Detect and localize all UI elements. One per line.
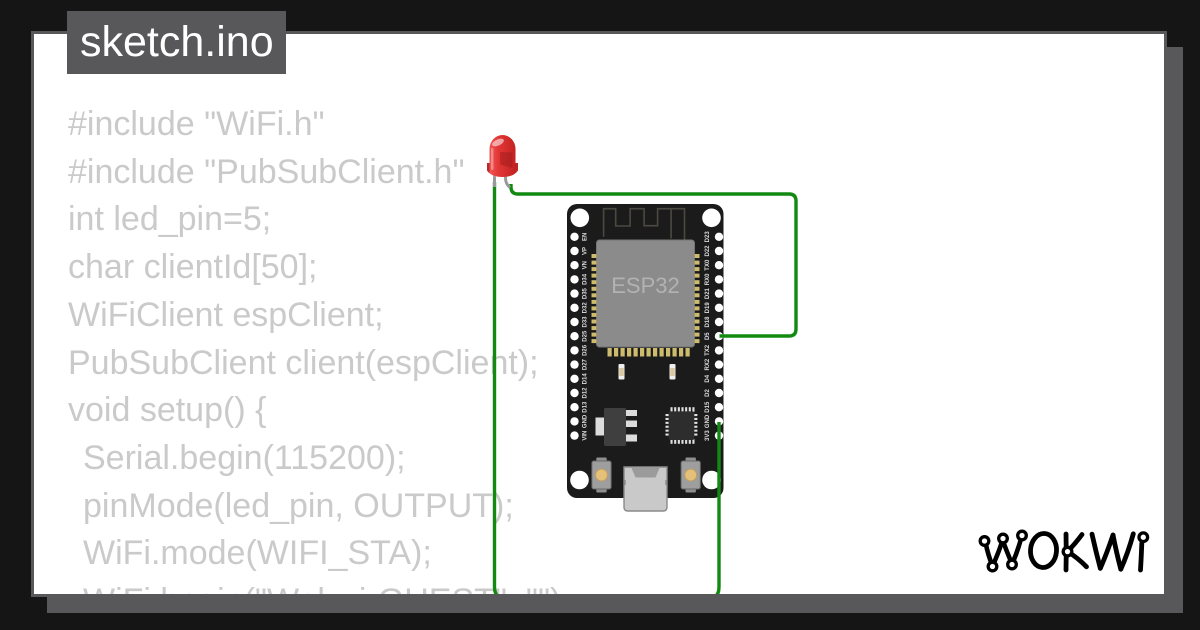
svg-text:D4: D4	[705, 374, 711, 382]
svg-text:VN: VN	[583, 261, 589, 269]
svg-text:D13: D13	[583, 401, 589, 413]
svg-text:GND: GND	[583, 414, 589, 428]
svg-text:D14: D14	[583, 373, 589, 385]
svg-text:D12: D12	[583, 387, 589, 399]
svg-text:VIN: VIN	[583, 431, 589, 441]
svg-text:D25: D25	[583, 330, 589, 342]
svg-text:D18: D18	[705, 316, 711, 328]
svg-text:D35: D35	[583, 287, 589, 299]
svg-text:VP: VP	[583, 247, 589, 255]
svg-text:D27: D27	[583, 358, 589, 370]
svg-text:D15: D15	[705, 401, 711, 413]
svg-text:3V3: 3V3	[705, 430, 711, 441]
svg-text:D34: D34	[583, 273, 589, 285]
svg-text:D19: D19	[705, 302, 711, 314]
svg-text:D33: D33	[583, 316, 589, 328]
svg-text:GND: GND	[705, 414, 711, 428]
svg-text:D32: D32	[583, 302, 589, 314]
svg-text:D26: D26	[583, 344, 589, 356]
svg-text:ESP32: ESP32	[611, 273, 680, 298]
svg-text:D21: D21	[705, 287, 711, 299]
svg-text:D23: D23	[705, 231, 711, 243]
svg-text:D2: D2	[705, 389, 711, 397]
svg-text:RX2: RX2	[705, 358, 711, 370]
svg-text:TX0: TX0	[705, 259, 711, 271]
svg-text:EN: EN	[583, 233, 589, 241]
svg-text:D22: D22	[705, 245, 711, 257]
svg-text:RX0: RX0	[705, 273, 711, 285]
svg-text:TX2: TX2	[705, 344, 711, 356]
svg-text:D5: D5	[705, 332, 711, 340]
